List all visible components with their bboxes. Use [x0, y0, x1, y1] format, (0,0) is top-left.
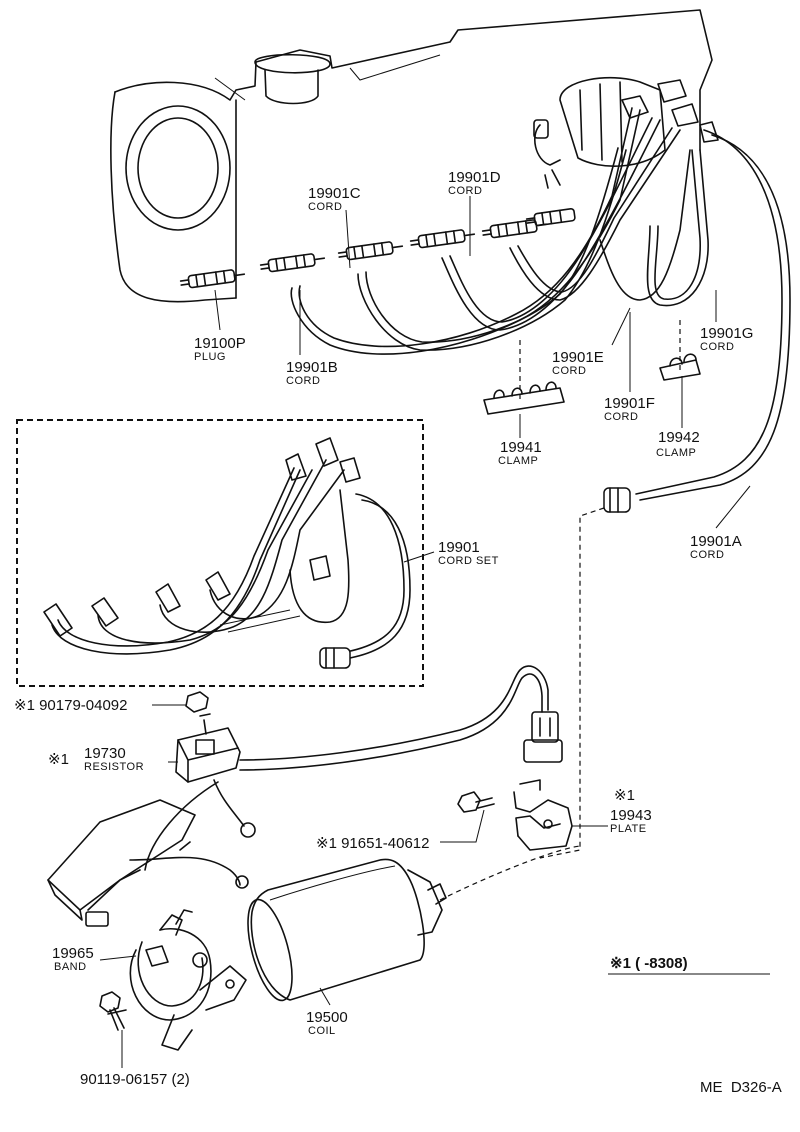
- plate-icon: [513, 779, 573, 851]
- part-name-19901D: CORD: [448, 185, 482, 197]
- cord-set-icon: [43, 437, 411, 669]
- spark-plug-icon: [179, 208, 576, 289]
- part-name-19901A: CORD: [690, 549, 724, 561]
- harness-cover-icon: [47, 799, 249, 927]
- cord-set-frame: [16, 419, 424, 687]
- part-number-19730: 19730: [84, 745, 126, 762]
- part-number-19943: 19943: [610, 807, 652, 824]
- marker-19730: ※1: [48, 751, 69, 768]
- connector-icon: [523, 711, 563, 763]
- ignition-coil-icon: [247, 858, 447, 1002]
- part-name-19901B: CORD: [286, 375, 320, 387]
- part-number-19901F: 19901F: [604, 395, 655, 412]
- part-name-19942: CLAMP: [656, 447, 696, 459]
- marker-19943: ※1: [614, 787, 635, 804]
- part-name-19901G: CORD: [700, 341, 734, 353]
- plug-cords: [290, 107, 791, 513]
- screw-icon: [99, 991, 127, 1031]
- part-name-19941: CLAMP: [498, 455, 538, 467]
- part-number-19965: 19965: [52, 945, 94, 962]
- part-name-19730: RESISTOR: [84, 761, 144, 773]
- part-number-19942: 19942: [658, 429, 700, 446]
- part-number-19901C: 19901C: [308, 185, 361, 202]
- part-name-19901C: CORD: [308, 201, 342, 213]
- hardware-label-bolt: ※1 91651-40612: [316, 835, 430, 852]
- part-number-19901E: 19901E: [552, 349, 604, 366]
- clamp-19942-icon: [659, 353, 701, 381]
- part-number-19941: 19941: [500, 439, 542, 456]
- part-name-19901: CORD SET: [438, 555, 499, 567]
- part-number-19500: 19500: [306, 1009, 348, 1026]
- leader-lines: [99, 196, 751, 1068]
- part-name-19965: BAND: [54, 961, 87, 973]
- clamp-19941-icon: [483, 381, 565, 415]
- hardware-label-nut: ※1 90179-04092: [14, 697, 128, 714]
- part-name-19901F: CORD: [604, 411, 638, 423]
- hardware-label-screw: 90119-06157 (2): [80, 1071, 190, 1088]
- part-number-19100P: 19100P: [194, 335, 246, 352]
- part-name-19500: COIL: [308, 1025, 336, 1037]
- band-icon: [129, 909, 247, 1051]
- part-name-19901E: CORD: [552, 365, 586, 377]
- part-number-19901: 19901: [438, 539, 480, 556]
- part-name-19100P: PLUG: [194, 351, 226, 363]
- nut-icon: [185, 691, 209, 713]
- diagram-code: ME D326-A: [700, 1079, 782, 1096]
- bolt-icon: [457, 791, 495, 813]
- reference-lines: [439, 320, 681, 901]
- distributor-icon: [533, 76, 719, 189]
- part-number-19901G: 19901G: [700, 325, 753, 342]
- resistor-icon: [144, 665, 549, 871]
- legend-note: ※1 ( -8308): [610, 955, 688, 972]
- part-name-19943: PLATE: [610, 823, 647, 835]
- part-number-19901A: 19901A: [690, 533, 742, 550]
- part-number-19901D: 19901D: [448, 169, 501, 186]
- engine-outline: [110, 9, 713, 303]
- part-number-19901B: 19901B: [286, 359, 338, 376]
